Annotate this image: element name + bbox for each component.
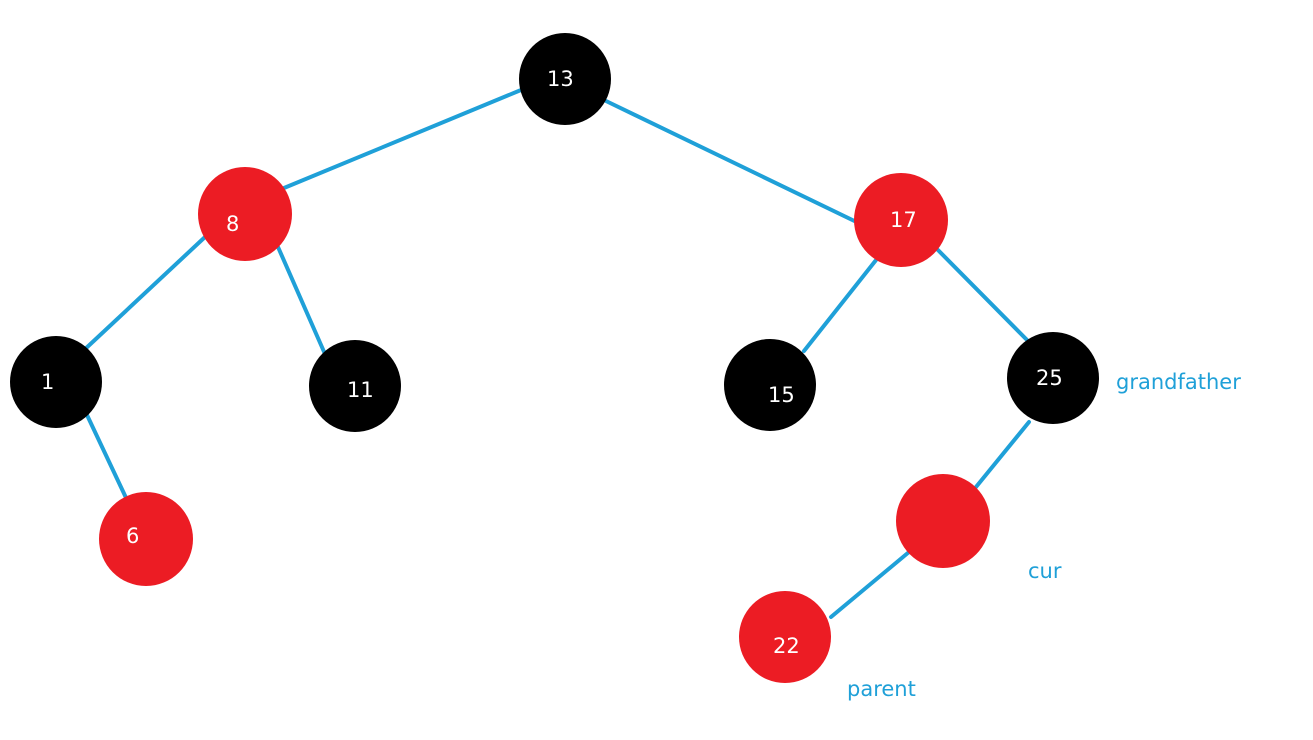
- edge-n8-n11: [276, 245, 327, 356]
- tree-node-6: 6: [99, 492, 193, 586]
- tree-node-25: 25: [1007, 332, 1099, 424]
- node-circle-1: [10, 336, 102, 428]
- edge-n1-n6: [85, 413, 130, 504]
- annotations-layer: grandfather cur parent: [847, 370, 1241, 701]
- node-value-17: 17: [890, 208, 917, 232]
- node-circle-8: [198, 167, 292, 261]
- tree-node-unlabeled: [896, 474, 990, 568]
- tree-node-22: 22: [739, 591, 831, 683]
- edge-n25-ncur: [974, 420, 1031, 489]
- node-value-1: 1: [41, 370, 54, 394]
- node-value-15: 15: [768, 383, 795, 407]
- edge-n8-n1: [81, 235, 207, 353]
- tree-node-13: 13: [519, 33, 611, 125]
- node-circle-6: [99, 492, 193, 586]
- grandfather-label: grandfather: [1116, 370, 1241, 394]
- node-value-6: 6: [126, 524, 139, 548]
- edge-n13-n17: [604, 99, 873, 231]
- tree-node-8: 8: [198, 167, 292, 261]
- tree-node-17: 17: [854, 173, 948, 267]
- cur-label: cur: [1028, 559, 1062, 583]
- tree-node-11: 11: [309, 340, 401, 432]
- node-value-25: 25: [1036, 366, 1063, 390]
- node-value-11: 11: [347, 378, 374, 402]
- node-circle-11: [309, 340, 401, 432]
- edge-ncur-n22: [829, 550, 911, 619]
- tree-node-15: 15: [724, 339, 816, 431]
- tree-node-1: 1: [10, 336, 102, 428]
- node-value-22: 22: [773, 634, 800, 658]
- edge-n17-n25: [932, 244, 1031, 344]
- edges-layer: [81, 88, 1031, 619]
- node-circle-unlabeled: [896, 474, 990, 568]
- node-circle-25: [1007, 332, 1099, 424]
- node-circle-22: [739, 591, 831, 683]
- node-circle-17: [854, 173, 948, 267]
- edge-n17-n15: [802, 253, 882, 353]
- node-value-13: 13: [547, 67, 574, 91]
- node-circle-15: [724, 339, 816, 431]
- node-circle-13: [519, 33, 611, 125]
- edge-n13-n8: [282, 88, 523, 190]
- parent-label: parent: [847, 677, 916, 701]
- node-value-8: 8: [226, 212, 239, 236]
